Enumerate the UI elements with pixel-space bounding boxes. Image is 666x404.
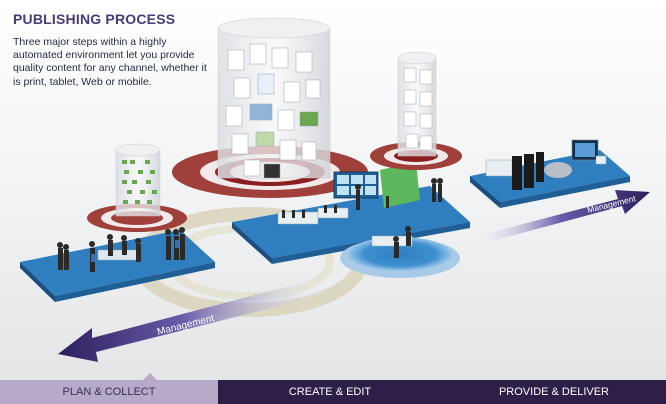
process-steps-bar: PLAN & COLLECT CREATE & EDIT PROVIDE & D… — [0, 380, 666, 404]
step-provide-deliver[interactable]: PROVIDE & DELIVER — [442, 380, 666, 404]
page-description: Three major steps within a highly automa… — [13, 36, 207, 88]
active-step-marker — [143, 373, 157, 380]
management-label-forward: Management — [586, 193, 637, 215]
platform-plan — [20, 143, 215, 302]
step-plan-collect[interactable]: PLAN & COLLECT — [0, 380, 218, 404]
process-diagram: Management Management — [20, 17, 650, 362]
page-title: PUBLISHING PROCESS — [13, 11, 176, 27]
control-room-disc — [340, 226, 460, 278]
platform-deliver — [470, 139, 630, 208]
step-create-edit[interactable]: CREATE & EDIT — [218, 380, 442, 404]
